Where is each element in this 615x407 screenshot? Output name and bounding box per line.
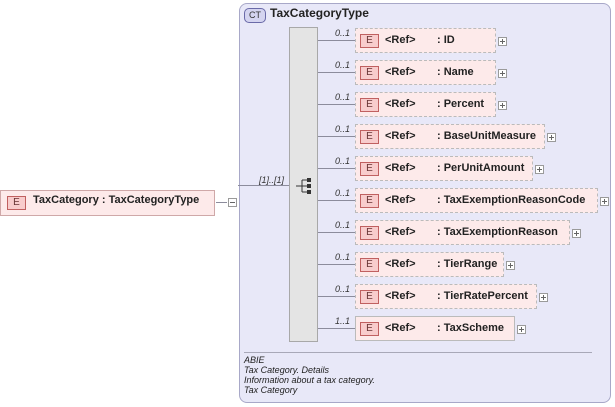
connector-child	[318, 200, 355, 201]
child-name-label: : TierRatePercent	[437, 290, 528, 302]
child-occurrence: 1..1	[335, 316, 351, 326]
expand-toggle-icon[interactable]	[535, 165, 544, 174]
connector-child	[318, 40, 355, 41]
child-ref-label: <Ref>	[385, 194, 416, 206]
child-element-badge: E	[360, 98, 379, 112]
child-element-badge: E	[360, 162, 379, 176]
child-element-box[interactable]	[355, 316, 515, 341]
annotation-text: ABIE Tax Category. Details Information a…	[244, 355, 375, 395]
expand-toggle-icon[interactable]	[572, 229, 581, 238]
child-occurrence: 0..1	[335, 60, 351, 70]
connector-child	[318, 264, 355, 265]
child-name-label: : TaxScheme	[437, 322, 505, 334]
connector-child	[318, 168, 355, 169]
child-element-box[interactable]	[355, 124, 545, 149]
connector-child	[318, 136, 355, 137]
child-ref-label: <Ref>	[385, 258, 416, 270]
child-element-box[interactable]	[355, 220, 570, 245]
complex-type-badge: CT	[244, 8, 266, 23]
child-occurrence: 0..1	[335, 284, 351, 294]
child-ref-label: <Ref>	[385, 290, 416, 302]
connector-child	[318, 296, 355, 297]
sequence-compositor	[289, 27, 318, 342]
root-element-label: TaxCategory : TaxCategoryType	[33, 194, 200, 206]
child-element-badge: E	[360, 322, 379, 336]
child-element-box[interactable]	[355, 284, 537, 309]
child-element-badge: E	[360, 34, 379, 48]
child-occurrence: 0..1	[335, 28, 351, 38]
expand-toggle-icon[interactable]	[600, 197, 609, 206]
expand-toggle-icon[interactable]	[498, 101, 507, 110]
child-element-badge: E	[360, 66, 379, 80]
child-name-label: : TierRange	[437, 258, 498, 270]
child-element-badge: E	[360, 258, 379, 272]
child-occurrence: 0..1	[335, 188, 351, 198]
connector-root	[216, 202, 227, 203]
child-occurrence: 0..1	[335, 252, 351, 262]
child-name-label: : PerUnitAmount	[437, 162, 525, 174]
child-ref-label: <Ref>	[385, 130, 416, 142]
annotation-divider	[244, 352, 592, 353]
child-element-badge: E	[360, 226, 379, 240]
child-ref-label: <Ref>	[385, 98, 416, 110]
child-ref-label: <Ref>	[385, 322, 416, 334]
child-ref-label: <Ref>	[385, 226, 416, 238]
child-name-label: : BaseUnitMeasure	[437, 130, 537, 142]
expand-toggle-icon[interactable]	[539, 293, 548, 302]
child-ref-label: <Ref>	[385, 34, 416, 46]
child-ref-label: <Ref>	[385, 66, 416, 78]
child-element-badge: E	[360, 290, 379, 304]
expand-toggle-icon[interactable]	[498, 37, 507, 46]
expand-toggle-icon[interactable]	[498, 69, 507, 78]
child-name-label: : Name	[437, 66, 474, 78]
child-occurrence: 0..1	[335, 156, 351, 166]
child-occurrence: 0..1	[335, 220, 351, 230]
child-name-label: : TaxExemptionReasonCode	[437, 194, 586, 206]
annotation-line: Tax Category	[244, 385, 298, 395]
child-ref-label: <Ref>	[385, 162, 416, 174]
expand-toggle-icon[interactable]	[517, 325, 526, 334]
connector-child	[318, 328, 355, 329]
annotation-line: Information about a tax category.	[244, 375, 375, 385]
child-element-box[interactable]	[355, 28, 496, 53]
expand-toggle-icon[interactable]	[506, 261, 515, 270]
root-element-badge: E	[7, 196, 26, 210]
child-element-badge: E	[360, 130, 379, 144]
child-name-label: : TaxExemptionReason	[437, 226, 558, 238]
connector-child	[318, 232, 355, 233]
root-occurrence: [1]..[1]	[259, 175, 285, 185]
annotation-line: Tax Category. Details	[244, 365, 330, 375]
root-element-box[interactable]	[0, 190, 215, 216]
connector-child	[318, 104, 355, 105]
connector-child	[318, 72, 355, 73]
child-name-label: : ID	[437, 34, 455, 46]
child-element-badge: E	[360, 194, 379, 208]
child-element-box[interactable]	[355, 252, 504, 277]
collapse-toggle-icon[interactable]	[228, 198, 237, 207]
child-occurrence: 0..1	[335, 92, 351, 102]
child-occurrence: 0..1	[335, 124, 351, 134]
expand-toggle-icon[interactable]	[547, 133, 556, 142]
sequence-icon	[296, 178, 311, 194]
child-element-box[interactable]	[355, 188, 598, 213]
child-element-box[interactable]	[355, 156, 533, 181]
complex-type-title: TaxCategoryType	[270, 6, 369, 20]
annotation-line: ABIE	[244, 355, 265, 365]
child-name-label: : Percent	[437, 98, 485, 110]
connector-to-sequence	[238, 185, 289, 186]
